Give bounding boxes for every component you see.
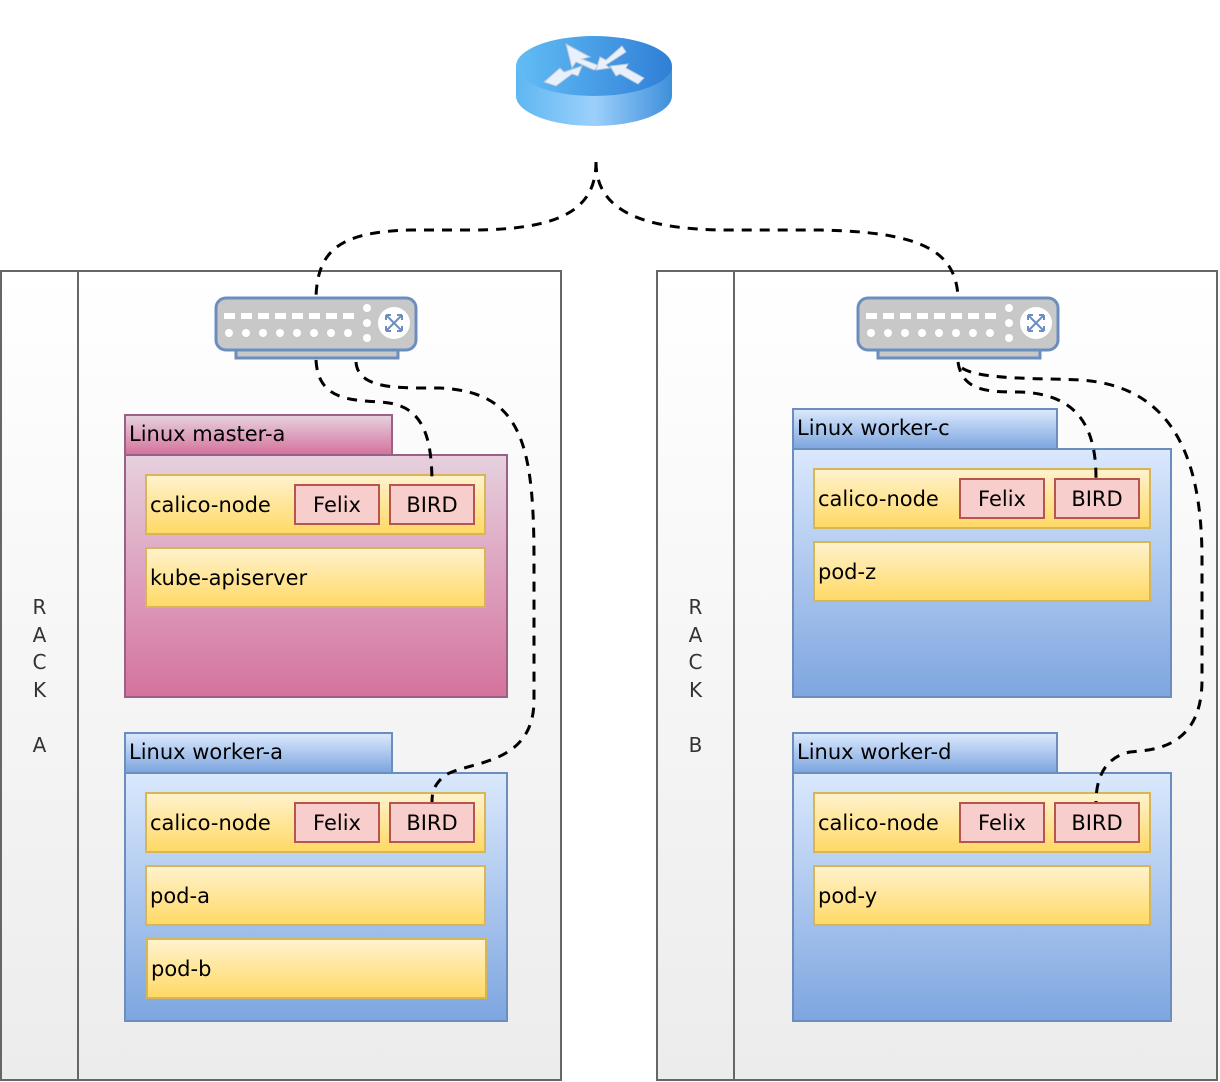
network-switch-icon [214,296,418,360]
host-worker-c: Linux worker-c calico-node Felix BIRD po… [792,408,1172,698]
felix-process[interactable]: Felix [294,484,380,525]
host-title: Linux worker-a [124,732,393,774]
rack-a-label-column: R A C K A [2,272,79,1079]
host-master-a: Linux master-a calico-node Felix BIRD ku… [124,414,508,698]
bird-process[interactable]: BIRD [1054,802,1140,843]
bird-process[interactable]: BIRD [389,484,475,525]
host-title: Linux worker-d [792,732,1058,774]
host-worker-a: Linux worker-a calico-node Felix BIRD po… [124,732,508,1022]
pod[interactable]: kube-apiserver [145,547,486,608]
rack-a-label: R A C K A [32,595,47,757]
pod[interactable]: pod-a [145,865,486,926]
rack-b-label: R A C K B [688,595,703,757]
calico-node-label: calico-node [150,810,271,835]
felix-process[interactable]: Felix [959,478,1045,519]
bird-process[interactable]: BIRD [389,802,475,843]
pod[interactable]: pod-y [813,865,1151,926]
pod[interactable]: pod-b [146,938,487,999]
host-title: Linux worker-c [792,408,1058,450]
router[interactable] [512,24,676,134]
felix-process[interactable]: Felix [959,802,1045,843]
router-icon [516,36,672,126]
host-title: Linux master-a [124,414,393,456]
calico-node-label: calico-node [818,486,939,511]
host-worker-d: Linux worker-d calico-node Felix BIRD po… [792,732,1172,1022]
felix-process[interactable]: Felix [294,802,380,843]
rack-b-label-column: R A C K B [658,272,735,1079]
calico-node-label: calico-node [150,492,271,517]
pod[interactable]: pod-z [813,541,1151,602]
bird-process[interactable]: BIRD [1054,478,1140,519]
network-switch-icon [856,296,1060,360]
calico-node-label: calico-node [818,810,939,835]
rack-b-switch[interactable] [856,296,1062,362]
rack-a-switch[interactable] [214,296,420,362]
